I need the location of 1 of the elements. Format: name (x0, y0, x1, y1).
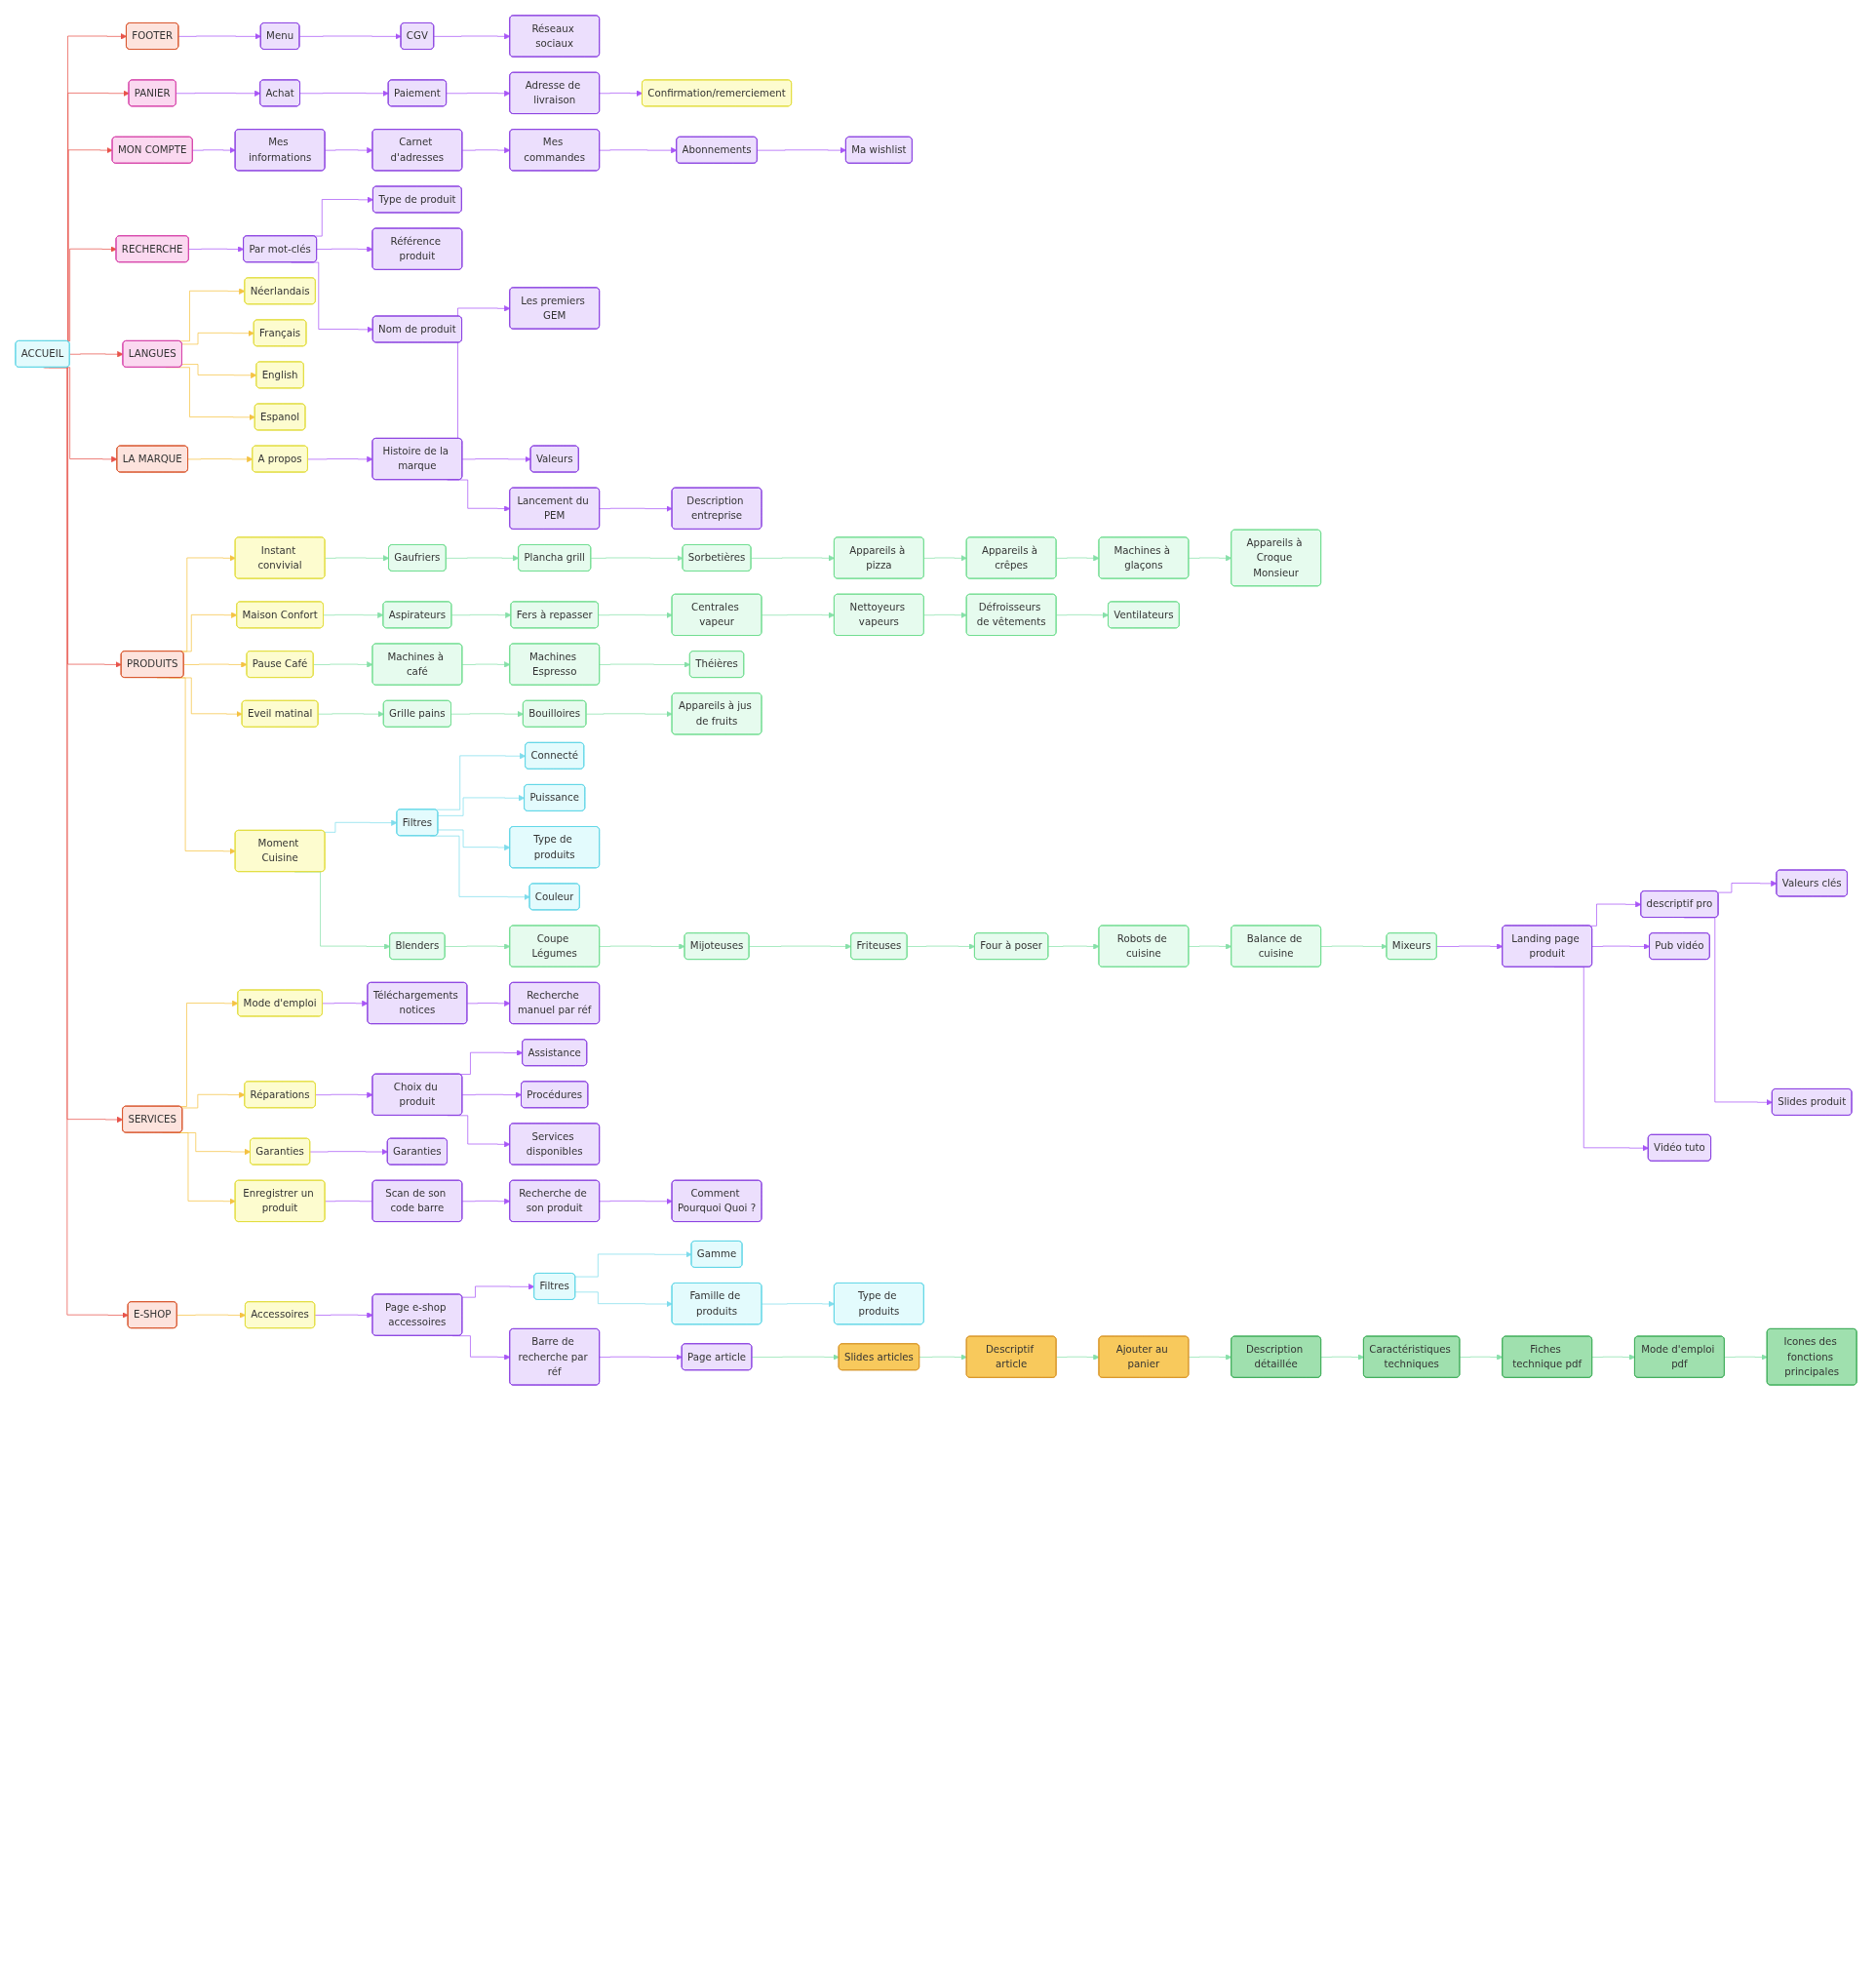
connector (325, 1201, 373, 1203)
